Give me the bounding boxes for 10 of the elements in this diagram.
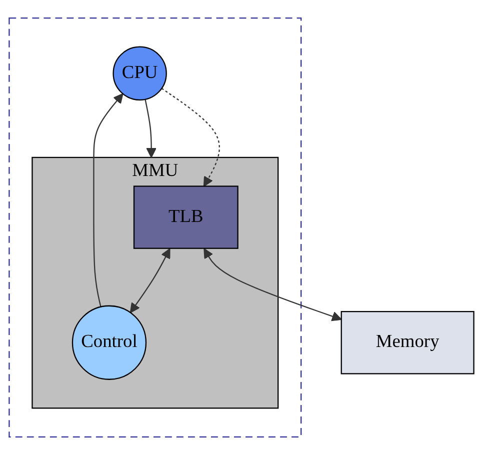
- arrow: [161, 88, 220, 187]
- node-box: TLB: [133, 186, 238, 249]
- node-circle: CPU: [112, 46, 167, 100]
- node-box: Memory: [340, 310, 474, 374]
- arrow: [144, 100, 156, 158]
- cluster: [8, 18, 302, 438]
- arrow: [93, 93, 124, 307]
- arrow: [204, 248, 342, 322]
- node-circle: Control: [72, 305, 147, 380]
- arrow: [130, 248, 170, 314]
